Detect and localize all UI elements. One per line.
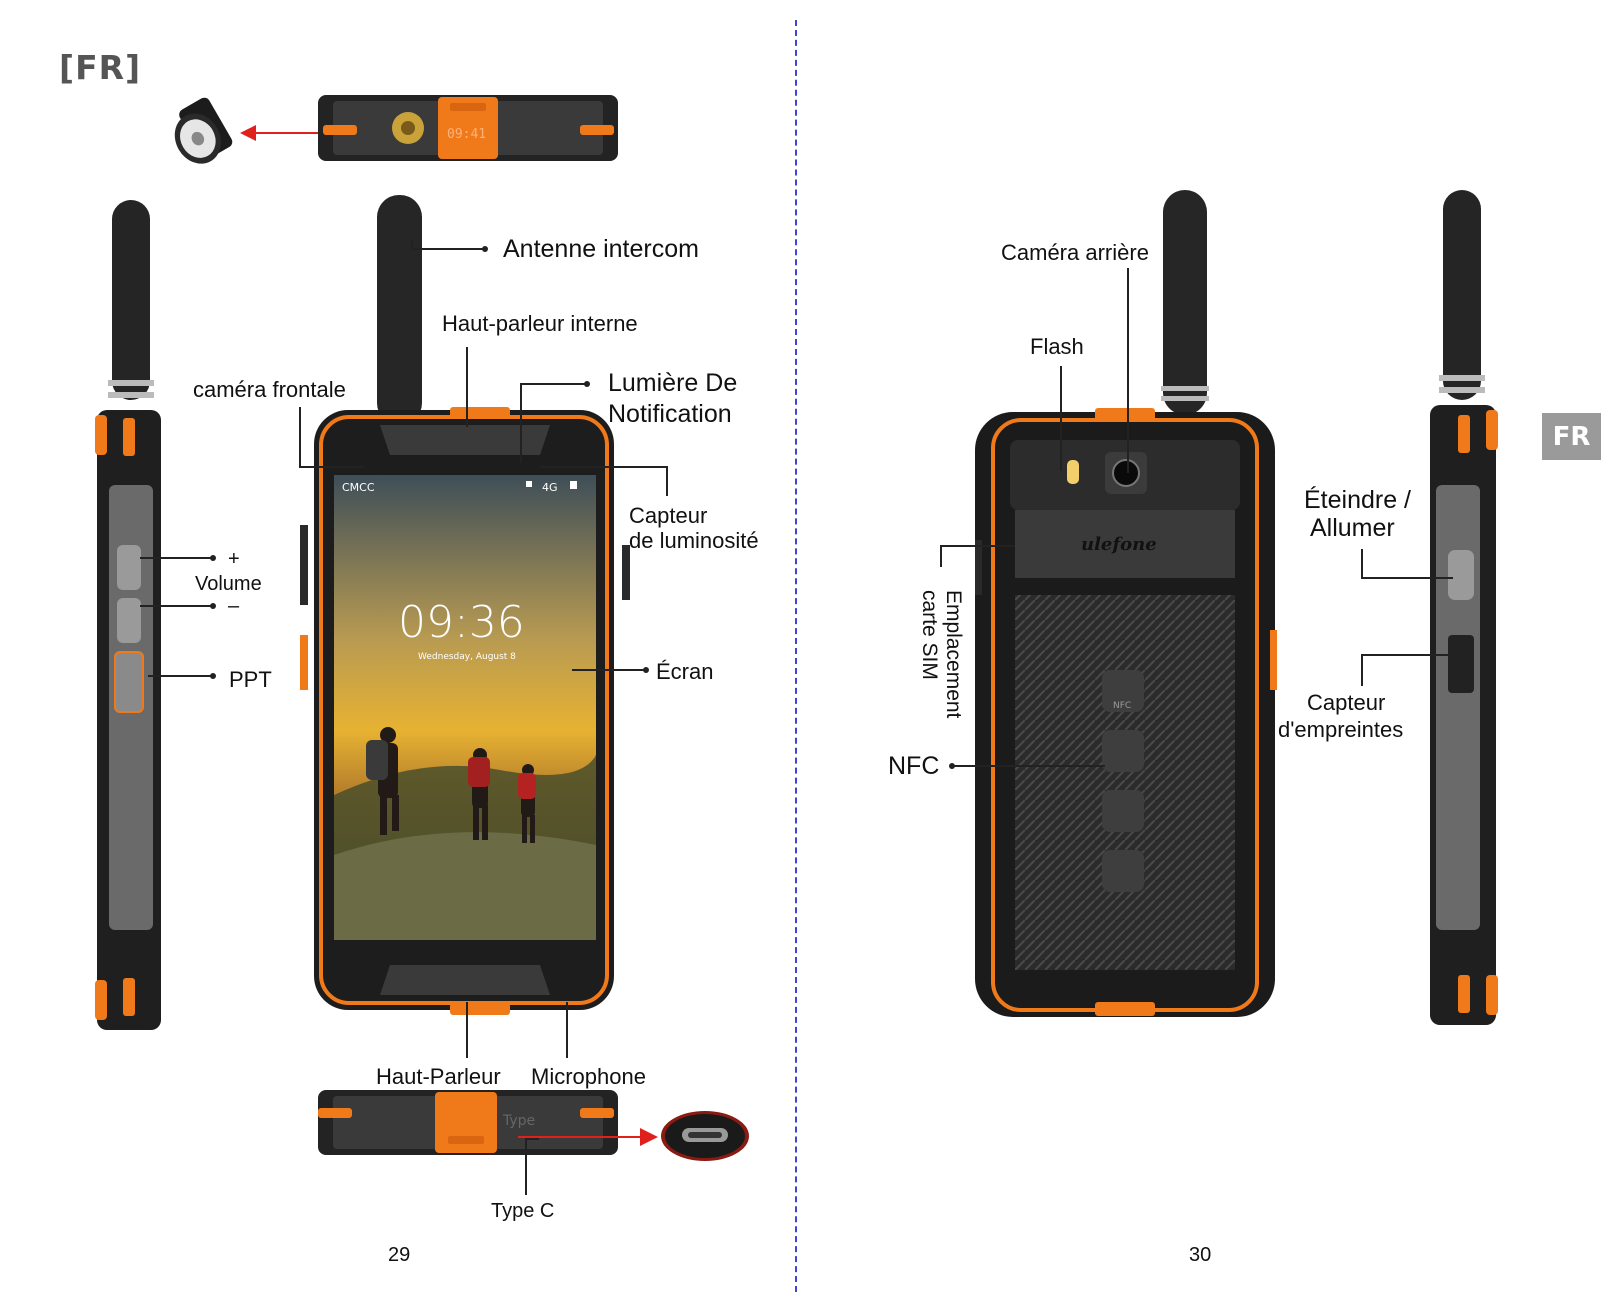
label-camera-frontale: caméra frontale: [193, 377, 346, 402]
leader-antenne-v: [411, 240, 413, 250]
leader-emplacement-v: [940, 545, 942, 567]
leader-eteindre-h: [1361, 577, 1453, 579]
label-eteindre-line2: Allumer: [1310, 514, 1395, 542]
top-view-time-display: 09:41: [447, 127, 487, 142]
leader-emplacement-h: [940, 545, 1015, 547]
phone-left-side-view: [95, 200, 161, 1030]
leader-microphone: [566, 1002, 568, 1058]
status-carrier: CMCC: [342, 481, 375, 494]
leader-dot: [210, 603, 216, 609]
leader-eteindre-v: [1361, 549, 1363, 579]
leader-type-c: [525, 1138, 527, 1195]
language-tag: [FR]: [59, 48, 142, 87]
leader-plus: [140, 557, 214, 559]
leader-flash: [1060, 366, 1062, 471]
page-number-right: 30: [1189, 1244, 1212, 1266]
label-capteur-luminosite-line2: de luminosité: [629, 528, 759, 553]
leader-camera-frontale-h: [299, 466, 364, 468]
label-lumiere-line1: Lumière De: [608, 369, 738, 397]
leader-dot: [643, 667, 649, 673]
leader-lumiere-h: [520, 383, 587, 385]
back-nfc-icon-text: NFC: [1113, 701, 1132, 711]
label-antenne-intercom: Antenne intercom: [503, 235, 699, 263]
back-brand-logo: ulefone: [1081, 534, 1157, 555]
phone-back-view: [975, 190, 1277, 1017]
leader-ecran: [572, 669, 647, 671]
leader-ppt: [148, 675, 214, 677]
label-capteur-empreintes-line2: d'empreintes: [1278, 717, 1404, 742]
label-ppt: PPT: [229, 667, 272, 692]
leader-capteur-lum-h: [540, 466, 668, 468]
label-haut-parleur-interne: Haut-parleur interne: [442, 311, 638, 336]
label-capteur-luminosite-line1: Capteur: [629, 503, 708, 528]
label-camera-arriere: Caméra arrière: [1001, 240, 1149, 265]
lockscreen-clock: 09:36: [398, 597, 525, 648]
antenna-connector-illustration: [174, 97, 233, 164]
leader-capteur-emp-h: [1361, 654, 1453, 656]
phone-bottom-view: [318, 1090, 618, 1155]
label-volume-plus: +: [228, 548, 240, 570]
label-volume-minus: –: [228, 595, 240, 617]
leader-dot: [584, 381, 590, 387]
leader-dot: [482, 246, 488, 252]
bottom-port-text: Type: [503, 1113, 536, 1129]
leader-antenne-h: [411, 248, 485, 250]
leader-haut-parleur: [466, 1002, 468, 1058]
label-lumiere-line2: Notification: [608, 400, 732, 428]
label-nfc: NFC: [888, 752, 940, 780]
leader-dot: [949, 763, 955, 769]
label-emplacement-line2: carte SIM: [917, 590, 941, 680]
leader-haut-parleur-interne: [466, 347, 468, 427]
label-type-c: Type C: [491, 1200, 555, 1222]
leader-nfc: [950, 765, 1105, 767]
page-number-left: 29: [388, 1244, 411, 1266]
leader-minus: [140, 605, 214, 607]
leader-camera-arriere: [1127, 268, 1129, 473]
status-network: 4G: [542, 481, 558, 494]
leader-capteur-emp-v: [1361, 654, 1363, 686]
label-eteindre-line1: Éteindre /: [1304, 486, 1412, 514]
language-side-tab: FR: [1542, 413, 1601, 460]
leader-type-c-h: [525, 1138, 539, 1140]
label-ecran: Écran: [656, 659, 714, 684]
leader-camera-frontale-v: [299, 407, 301, 467]
label-emplacement-sim: Emplacement carte SIM: [917, 590, 965, 718]
label-capteur-empreintes-line1: Capteur: [1307, 690, 1386, 715]
leader-capteur-lum-v: [666, 466, 668, 496]
leader-lumiere-v: [520, 383, 522, 463]
usb-c-port-illustration: [661, 1111, 749, 1161]
phone-front-view: [300, 195, 630, 1015]
label-volume: Volume: [195, 573, 262, 595]
arrow-to-usb-port-icon: [518, 1128, 658, 1146]
lockscreen-date: Wednesday, August 8: [418, 652, 516, 662]
label-microphone: Microphone: [531, 1064, 646, 1089]
leader-dot: [210, 673, 216, 679]
phone-right-side-view: [1430, 190, 1498, 1025]
phone-top-view: [318, 95, 618, 161]
label-flash: Flash: [1030, 334, 1084, 359]
label-emplacement-line1: Emplacement: [942, 590, 965, 719]
leader-dot: [210, 555, 216, 561]
page-divider: [795, 20, 797, 1292]
label-haut-parleur: Haut-Parleur: [376, 1064, 501, 1089]
